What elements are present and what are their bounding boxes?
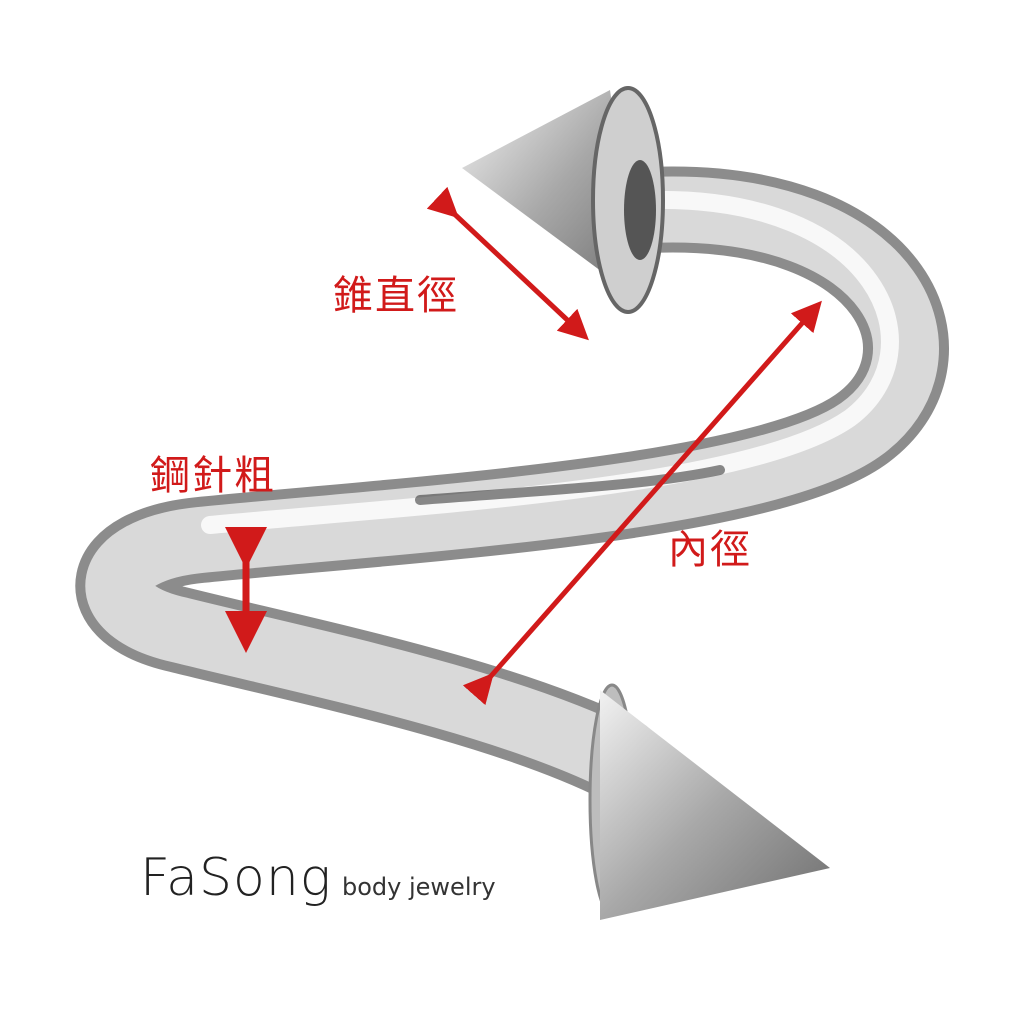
brand-name: FaSong — [140, 848, 332, 908]
brand-tagline: body jewelry — [342, 873, 496, 901]
cone-diameter-label: 錐直徑 — [333, 273, 459, 319]
brand-logo: FaSong body jewelry — [140, 848, 496, 908]
bottom-spike-cone — [588, 683, 830, 920]
inner-diameter-arrow — [462, 300, 822, 706]
inner-diameter-label: 內徑 — [668, 527, 752, 573]
top-spike-cone — [462, 86, 665, 314]
gauge-label: 鋼針粗 — [150, 453, 276, 499]
